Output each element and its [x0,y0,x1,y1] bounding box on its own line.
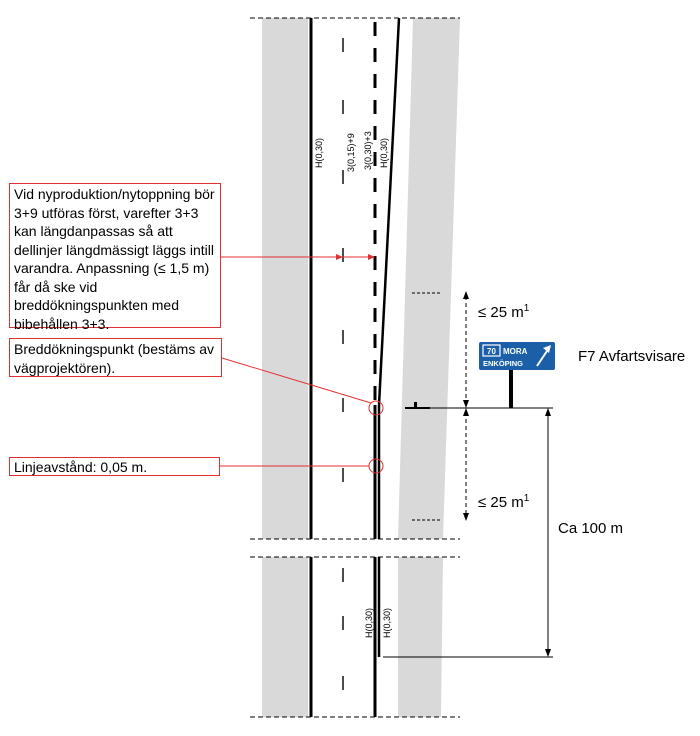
sign-panel [479,342,555,370]
sign-line-2: ENKÖPING [483,359,523,368]
marking-lower-a: H(0,30) [364,608,374,638]
sign-line-1: MORA [503,347,528,356]
left-shoulder-upper [262,18,308,539]
marking-center-b: 3(0,30)+3 [363,131,373,170]
linjeavstand-circle [368,458,384,474]
exit-arrow-head-icon [543,345,551,353]
sign-title: F7 Avfartsvisare [578,348,685,365]
left-shoulder-lower [262,557,308,717]
route-number-box [482,344,501,357]
note-linjeavstand: Linjeavstånd: 0,05 m. [9,457,220,476]
arrow-head [545,408,551,416]
note-nyproduktion: Vid nyproduktion/nytoppning bör 3+9 utfö… [9,183,221,332]
arrow-head [463,513,469,521]
sign-f7: 70 MORA ENKÖPING [479,342,555,370]
breddokning-circle [368,400,384,416]
tapering-line [377,17,401,406]
leader-breddokning [221,357,372,404]
note-breddokning: Breddökningspunkt (bestäms av vägprojekt… [9,338,222,377]
route-number: 70 [487,347,496,356]
dim-total-label: Ca 100 m [558,520,623,537]
marking-center-a: 3(0,15)+9 [346,133,356,172]
arrow-head [463,291,469,299]
arrow-head [336,254,343,260]
marking-edge-right: H(0,30) [379,138,389,168]
arrow-head [463,408,469,416]
dim-lower-label: ≤ 25 m1 [478,493,530,511]
sign-ground-post [414,402,417,408]
dim-upper-label: ≤ 25 m1 [478,303,530,321]
marking-edge-left: H(0,30) [314,138,324,168]
arrow-head [368,254,375,260]
sign-post [509,369,513,408]
marking-lower-b: H(0,30) [382,608,392,638]
arrow-head [545,649,551,657]
right-shoulder-upper [398,18,460,539]
arrow-head [463,400,469,408]
right-shoulder-lower [398,557,443,717]
